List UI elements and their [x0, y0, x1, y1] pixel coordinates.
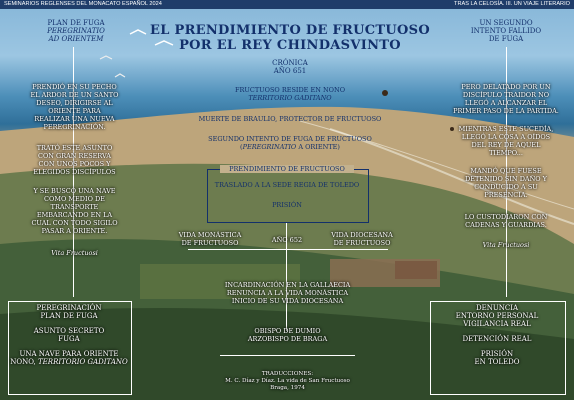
page-title: EL PRENDIMIENTO DE FRUCTUOSO POR EL REY …: [150, 23, 430, 53]
vida-year: AÑO 652: [271, 236, 303, 244]
prendimiento-box: [207, 169, 369, 223]
top-bar: SEMINARIOS REGLENSES DEL MONACATO ESPAÑO…: [0, 0, 574, 9]
left-vertical-line: [73, 47, 74, 297]
right-summary-box: [430, 301, 566, 395]
header-left: SEMINARIOS REGLENSES DEL MONACATO ESPAÑO…: [4, 1, 162, 7]
left-summary: PEREGRINACIÓN PLAN DE FUGA ASUNTO SECRET…: [10, 304, 128, 366]
cronica-heading: CRÓNICA AÑO 651: [272, 59, 308, 75]
center-vertical-line: [286, 223, 287, 331]
center-divider: [220, 355, 355, 356]
left-heading: PLAN DE FUGA PEREGRINATIO AD ORIENTEM: [47, 19, 105, 43]
center-horizontal-line: [188, 249, 388, 250]
left-source: Vita Fructuosi: [51, 249, 98, 257]
translations-note: TRADUCCIONES:M. C. Díaz y Díaz. La vida …: [225, 371, 350, 391]
cronica-item-1: FRUCTUOSO RESIDE EN NONO TERRITORIO GADI…: [234, 86, 346, 102]
prendimiento-item-1: TRASLADO A LA SEDE REGIA DE TOLEDO: [214, 181, 360, 189]
right-para-2: MIENTRAS ESTE SUCEDÍA,LLEGÓ LA COSA A OÍ…: [458, 125, 554, 157]
header-right: TRAS LA CELOSÍA. III. UN VIAJE LITERARIO: [454, 1, 570, 7]
right-vertical-line: [506, 47, 507, 297]
prendimiento-box-title: PRENDIMIENTO DE FRUCTUOSO: [220, 165, 354, 173]
right-summary: DENUNCIA ENTORNO PERSONAL VIGILANCIA REA…: [455, 304, 539, 366]
prendimiento-item-2: PRISIÓN: [272, 201, 302, 209]
cronica-item-2: MUERTE DE BRAULIO, PROTECTOR DE FRUCTUOS…: [198, 115, 382, 123]
scene: EL PRENDIMIENTO DE FRUCTUOSO POR EL REY …: [0, 9, 574, 400]
cronica-item-3: SEGUNDO INTENTO DE FUGA DE FRUCTUOSO (PE…: [208, 135, 372, 151]
right-source: Vita Fructuosi: [482, 241, 530, 249]
left-summary-box: [8, 301, 132, 395]
